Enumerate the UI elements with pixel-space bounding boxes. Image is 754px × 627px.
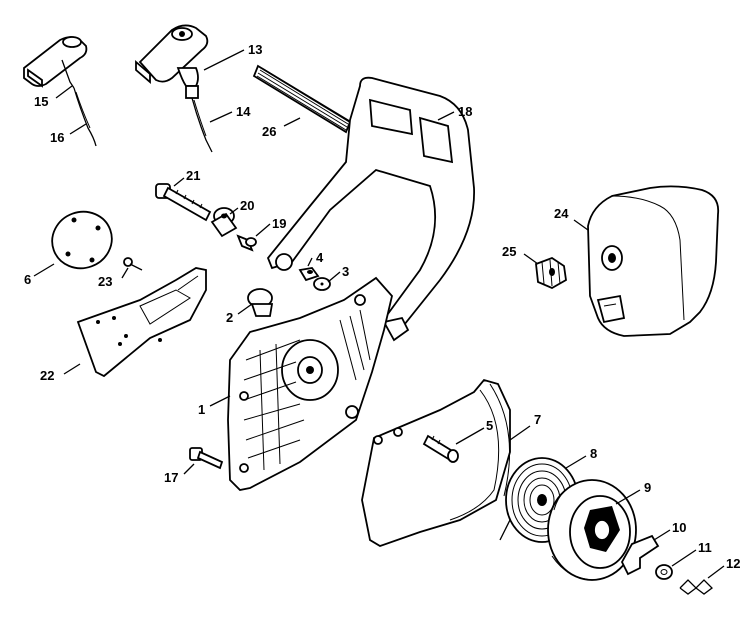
part-starter-grip-left <box>23 36 97 147</box>
callout-17: 17 <box>164 470 178 485</box>
part-pin-5 <box>422 434 459 463</box>
callout-15: 15 <box>34 94 48 109</box>
callout-7: 7 <box>534 412 541 427</box>
part-washer-3 <box>313 277 331 291</box>
callout-8: 8 <box>590 446 597 461</box>
callout-21: 21 <box>186 168 200 183</box>
callout-13: 13 <box>248 42 262 57</box>
part-washer-11 <box>655 564 673 580</box>
part-cover-24 <box>587 185 720 337</box>
part-plate-22 <box>76 267 207 378</box>
part-buffer-20 <box>210 207 238 238</box>
part-label-strip <box>252 64 352 134</box>
callout-12: 12 <box>726 556 740 571</box>
part-rope-rotor <box>547 479 637 581</box>
callout-24: 24 <box>554 206 569 221</box>
part-pawl-10 <box>620 534 660 576</box>
part-nut-4 <box>298 267 320 282</box>
part-bolt-21 <box>155 183 212 222</box>
callout-26: 26 <box>262 124 276 139</box>
callout-19: 19 <box>272 216 286 231</box>
callout-20: 20 <box>240 198 254 213</box>
part-hand-guard <box>266 76 475 342</box>
callout-3: 3 <box>342 264 349 279</box>
callout-18: 18 <box>458 104 472 119</box>
part-screw-23 <box>123 257 143 271</box>
callout-23: 23 <box>98 274 112 289</box>
callout-4: 4 <box>316 250 324 265</box>
callout-labels: 13 14 15 16 26 18 21 20 19 6 23 4 3 2 22… <box>24 42 740 571</box>
callout-9: 9 <box>644 480 651 495</box>
part-plug-2 <box>247 288 274 317</box>
part-fan-housing <box>227 276 393 491</box>
callout-22: 22 <box>40 368 54 383</box>
part-sleeve-19 <box>236 234 257 252</box>
callout-16: 16 <box>50 130 64 145</box>
callout-5: 5 <box>486 418 493 433</box>
part-starter-cover <box>361 378 511 547</box>
part-disc-6 <box>51 210 113 270</box>
callout-1: 1 <box>198 402 205 417</box>
part-nut-25 <box>535 256 567 290</box>
callout-2: 2 <box>226 310 233 325</box>
callout-11: 11 <box>698 540 712 555</box>
callout-14: 14 <box>236 104 251 119</box>
part-starter-grip-right <box>135 24 213 153</box>
callout-25: 25 <box>502 244 516 259</box>
part-spring-12 <box>679 579 713 595</box>
leader-lines <box>33 49 725 579</box>
part-screw-17 <box>189 447 224 470</box>
callout-6: 6 <box>24 272 31 287</box>
callout-10: 10 <box>672 520 686 535</box>
